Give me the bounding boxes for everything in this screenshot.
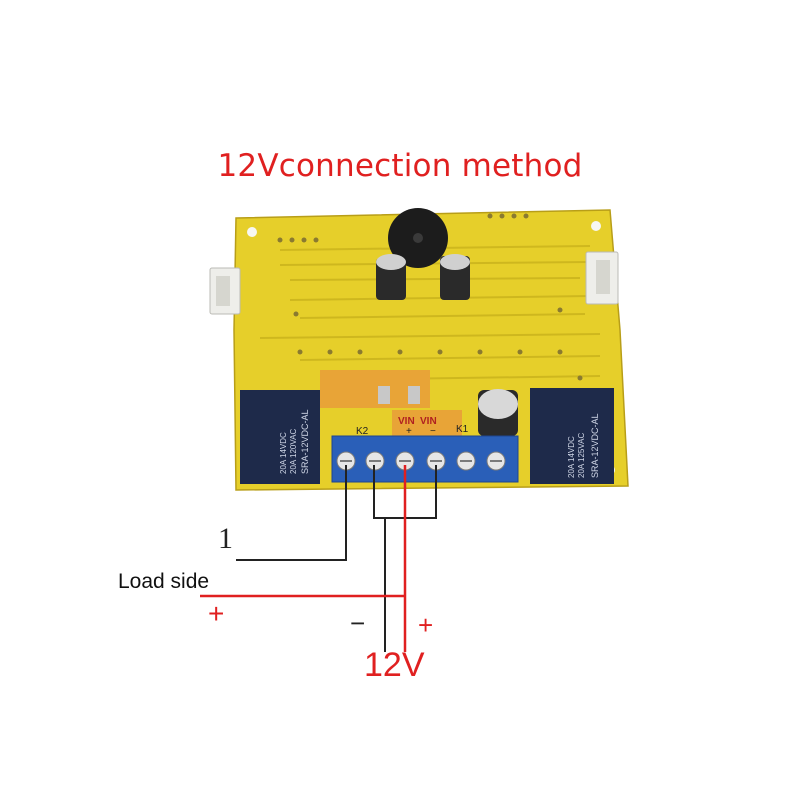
buzzer (388, 208, 448, 268)
relay-left-line3: SRA-12VDC-AL (300, 409, 310, 474)
left-connector (209, 267, 241, 315)
relay-left: 20A 14VDC 20A 120VAC SRA-12VDC-AL (240, 390, 320, 484)
relay-left-line1: 20A 14VDC (279, 432, 288, 474)
load-plus-label: + (208, 598, 225, 629)
label-vin-plus: + (406, 426, 412, 437)
relay-left-line2: 20A 120VAC (289, 429, 298, 474)
relay-right-line1: 20A 14VDC (567, 436, 576, 478)
supply-plus-label: + (418, 610, 434, 640)
relay-right: 20A 14VDC 20A 125VAC SRA-12VDC-AL (530, 388, 614, 484)
pcb-board (233, 209, 629, 491)
relay-right-line3: SRA-12VDC-AL (590, 413, 600, 478)
label-k1: K1 (456, 424, 469, 435)
supply-minus-label: − (350, 608, 366, 638)
wire-1-lead (236, 465, 347, 561)
load-side-label: Load side (118, 570, 210, 593)
label-vin-right: VIN (420, 416, 437, 427)
page-title: 12Vconnection method (217, 148, 583, 184)
right-connector (585, 251, 619, 305)
terminal-block (331, 435, 519, 483)
label-k2: K2 (356, 426, 369, 437)
positive-wires (200, 465, 407, 652)
wire-one-label: 1 (218, 522, 233, 555)
capacitor-large (478, 389, 518, 436)
voltage-label: 12V (364, 646, 425, 684)
vin-pad (320, 370, 462, 444)
capacitor-right (440, 254, 470, 300)
capacitor-left (376, 254, 406, 300)
label-vin-minus: − (430, 426, 436, 437)
relay-right-line2: 20A 125VAC (577, 433, 586, 478)
label-vin-left: VIN (398, 416, 415, 427)
